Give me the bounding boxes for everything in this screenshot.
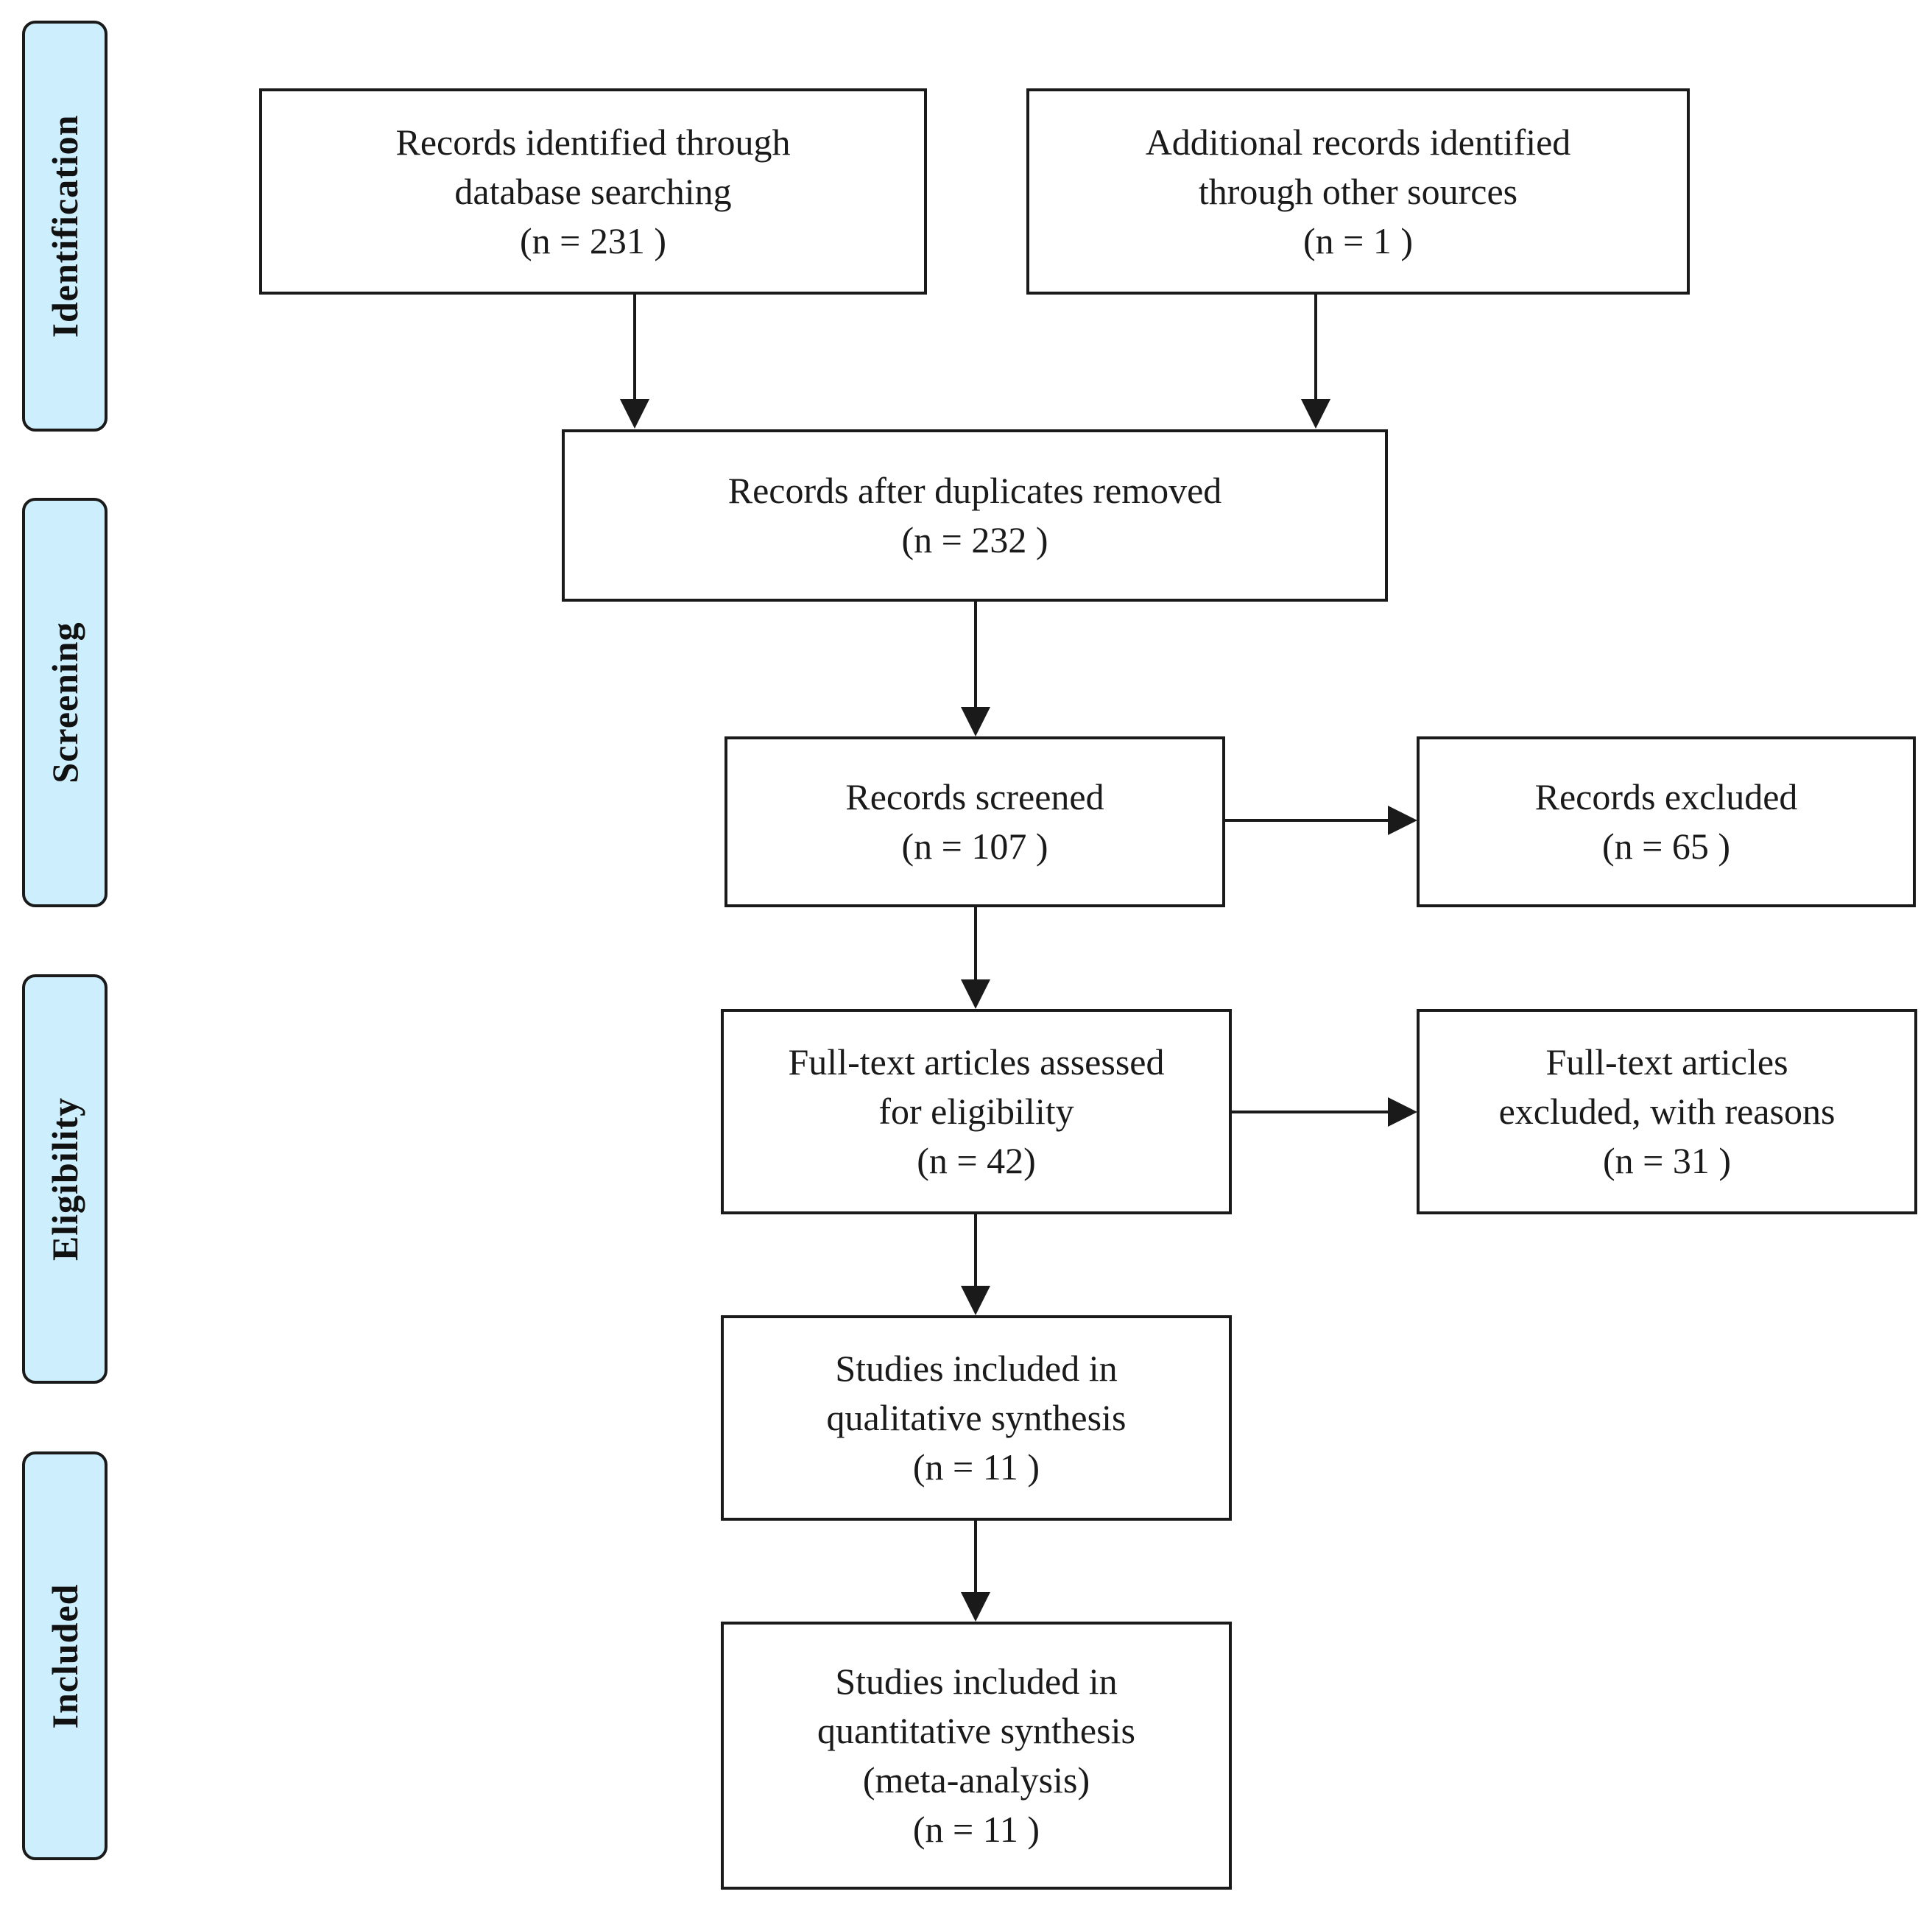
records-screened-count: (n = 107 ) <box>901 826 1048 867</box>
box-records-screened: Records screened (n = 107 ) <box>724 736 1225 907</box>
full-text-assessed-line1: Full-text articles assessed <box>788 1041 1165 1083</box>
qualitative-line1: Studies included in <box>835 1348 1118 1389</box>
box-full-text-assessed: Full-text articles assessed for eligibil… <box>721 1009 1232 1214</box>
box-qualitative-synthesis: Studies included in qualitative synthesi… <box>721 1315 1232 1521</box>
quantitative-count: (n = 11 ) <box>912 1809 1040 1850</box>
database-records-count: (n = 231 ) <box>520 219 666 261</box>
phase-included-label: Included <box>44 1583 85 1728</box>
database-records-line2: database searching <box>454 170 732 212</box>
phase-eligibility: Eligibility <box>22 974 107 1384</box>
records-excluded-count: (n = 65 ) <box>1602 826 1730 867</box>
box-duplicates-removed: Records after duplicates removed (n = 23… <box>562 429 1388 602</box>
phase-eligibility-label: Eligibility <box>44 1097 85 1261</box>
box-quantitative-synthesis: Studies included in quantitative synthes… <box>721 1622 1232 1890</box>
quantitative-line2: quantitative synthesis <box>817 1710 1135 1751</box>
phase-included: Included <box>22 1451 107 1860</box>
full-text-excluded-line1: Full-text articles <box>1545 1041 1788 1083</box>
phase-identification-label: Identification <box>44 114 85 338</box>
duplicates-removed-count: (n = 232 ) <box>901 519 1048 560</box>
other-sources-line2: through other sources <box>1198 170 1518 212</box>
database-records-line1: Records identified through <box>395 121 791 163</box>
phase-screening-label: Screening <box>44 622 85 784</box>
other-sources-line1: Additional records identified <box>1145 121 1571 163</box>
records-excluded-line1: Records excluded <box>1534 776 1798 817</box>
phase-screening: Screening <box>22 498 107 907</box>
full-text-excluded-line2: excluded, with reasons <box>1498 1091 1836 1132</box>
box-full-text-excluded: Full-text articles excluded, with reason… <box>1417 1009 1917 1214</box>
quantitative-line1: Studies included in <box>835 1661 1118 1702</box>
duplicates-removed-line1: Records after duplicates removed <box>727 470 1222 511</box>
other-sources-count: (n = 1 ) <box>1303 219 1413 261</box>
box-other-sources-records: Additional records identified through ot… <box>1026 88 1690 295</box>
records-screened-line1: Records screened <box>845 776 1104 817</box>
phase-identification: Identification <box>22 21 107 432</box>
qualitative-count: (n = 11 ) <box>912 1446 1040 1488</box>
qualitative-line2: qualitative synthesis <box>826 1397 1127 1438</box>
full-text-assessed-line2: for eligibility <box>878 1091 1074 1132</box>
full-text-excluded-count: (n = 31 ) <box>1603 1140 1731 1181</box>
quantitative-line3: (meta-analysis) <box>862 1759 1090 1801</box>
box-database-records: Records identified through database sear… <box>259 88 927 295</box>
box-records-excluded: Records excluded (n = 65 ) <box>1417 736 1916 907</box>
full-text-assessed-count: (n = 42) <box>917 1140 1036 1181</box>
